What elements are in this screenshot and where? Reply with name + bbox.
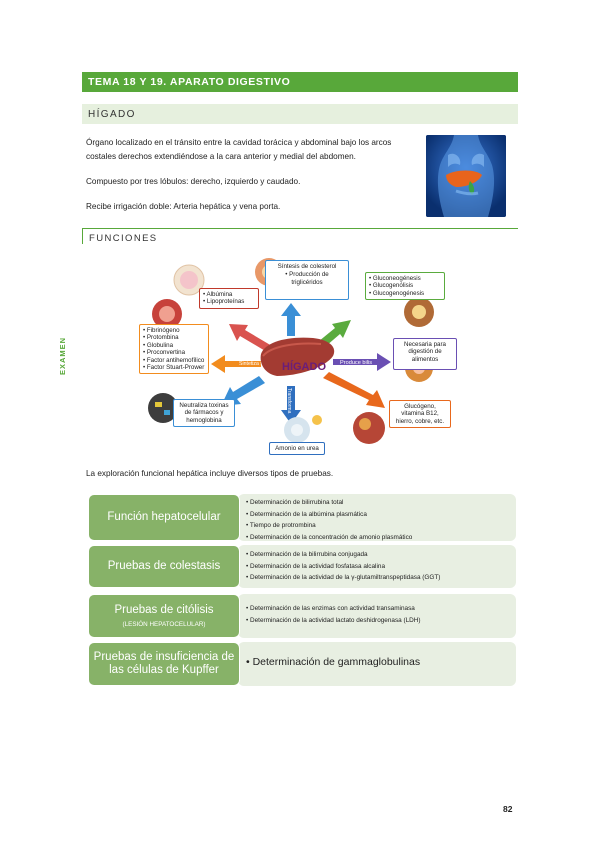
box-albumina-item: Lipoproteínas	[203, 298, 255, 305]
paragraph-location: Órgano localizado en el tránsito entre l…	[86, 138, 392, 161]
test-item: Determinación de la actividad lactato de…	[246, 615, 516, 627]
test-row-colestasis: Determinación de la bilirrubina conjugad…	[88, 545, 516, 588]
test-title-box: Pruebas de citólisis (LESIÓN HEPATOCELUL…	[88, 594, 240, 638]
test-subtitle: (LESIÓN HEPATOCELULAR)	[122, 621, 206, 628]
section-title: HÍGADO	[82, 104, 518, 124]
test-row-kupffer: Determinación de gammaglobulinas Pruebas…	[88, 642, 516, 686]
box-glucosa: Gluconeogénesis Glucogenólisis Glucogeno…	[365, 272, 445, 301]
box-neutraliza: Neutraliza toxinas de fármacos y hemoglo…	[173, 399, 235, 428]
box-factores-item: Factor antihemofílico	[143, 357, 205, 364]
box-factores-item: Proconvertina	[143, 349, 205, 356]
box-glucosa-item: Gluconeogénesis	[369, 275, 441, 282]
box-factores-item: Fibrinógeno	[143, 327, 205, 334]
test-title-box: Pruebas de insuficiencia de las células …	[88, 642, 240, 686]
test-title-box: Función hepatocelular	[88, 494, 240, 541]
box-factores-item: Globulina	[143, 342, 205, 349]
arrow-down	[281, 386, 301, 424]
test-title: Pruebas de insuficiencia de las células …	[93, 651, 235, 676]
test-title: Función hepatocelular	[107, 511, 221, 523]
box-factores: Fibrinógeno Protombina Globulina Proconv…	[139, 324, 209, 375]
arrow-up-left	[229, 324, 272, 352]
paragraph-irrigation: Recibe irrigación doble: Arteria hepátic…	[86, 202, 281, 211]
functions-title: FUNCIONES	[82, 228, 518, 244]
box-colesterol-item: Producción de triglicéridos	[289, 271, 329, 286]
test-title-box: Pruebas de colestasis	[88, 545, 240, 588]
liver-functions-diagram: Sintetiza factores de coagulación Produc…	[137, 258, 463, 456]
test-row-citolisis: Determinación de las enzimas con activid…	[88, 594, 516, 638]
test-row-hepatocelular: Determinación de bilirrubina total Deter…	[88, 494, 516, 541]
box-bilis: Necesaria para digestión de alimentos	[393, 338, 457, 370]
box-albumina: Albúmina Lipoproteínas	[199, 288, 259, 309]
liver-anatomy-image	[426, 135, 506, 217]
box-colesterol: Síntesis de colesterol • Producción de t…	[265, 260, 349, 300]
box-glucosa-item: Glucogenogénesis	[369, 290, 441, 297]
liver-center-label: HÍGADO	[282, 360, 326, 373]
topic-title: TEMA 18 Y 19. APARATO DIGESTIVO	[82, 72, 518, 92]
test-item: Determinación de bilirrubina total	[246, 497, 516, 509]
test-items: Determinación de bilirrubina total Deter…	[238, 494, 516, 541]
test-item: Determinación de la actividad fosfatasa …	[246, 561, 516, 573]
test-item: Tiempo de protrombina	[246, 520, 516, 532]
box-colesterol-item: Síntesis de colesterol	[277, 263, 337, 270]
exam-side-label: EXAMEN	[58, 336, 67, 376]
box-glucosa-item: Glucogenólisis	[369, 282, 441, 289]
arrow-right	[333, 353, 391, 371]
box-almacena: Glucógeno, vitamina B12, hierro, cobre, …	[389, 400, 451, 429]
test-title: Pruebas de citólisis	[114, 604, 214, 616]
test-item: Determinación de la albúmina plasmática	[246, 509, 516, 521]
test-items: Determinación de la bilirrubina conjugad…	[238, 545, 516, 588]
box-factores-item: Factor Stuart-Prower	[143, 364, 205, 371]
test-item: Determinación de la actividad de la γ-gl…	[246, 572, 516, 584]
box-amonio: Amonio en urea	[269, 442, 325, 456]
test-item: Determinación de la bilirrubina conjugad…	[246, 549, 516, 561]
test-item: Determinación de gammaglobulinas	[246, 655, 516, 669]
arrow-up	[281, 303, 301, 336]
page-number: 82	[503, 804, 513, 814]
paragraph-lobes: Compuesto por tres lóbulos: derecho, izq…	[86, 177, 301, 186]
tests-intro: La exploración funcional hepática incluy…	[86, 469, 334, 478]
test-items: Determinación de las enzimas con activid…	[238, 594, 516, 638]
test-title: Pruebas de colestasis	[107, 560, 221, 572]
arrow-down-right	[323, 372, 385, 408]
test-item: Determinación de la concentración de amo…	[246, 532, 516, 544]
arrow-left	[211, 355, 261, 373]
box-albumina-item: Albúmina	[203, 291, 255, 298]
test-items: Determinación de gammaglobulinas	[238, 642, 516, 686]
arrow-label-right: Produce bilis	[340, 360, 372, 366]
arrow-label-down: Transforma	[286, 388, 292, 414]
box-factores-item: Protombina	[143, 334, 205, 341]
arrow-down-left	[221, 376, 265, 406]
test-item: Determinación de las enzimas con activid…	[246, 603, 516, 615]
